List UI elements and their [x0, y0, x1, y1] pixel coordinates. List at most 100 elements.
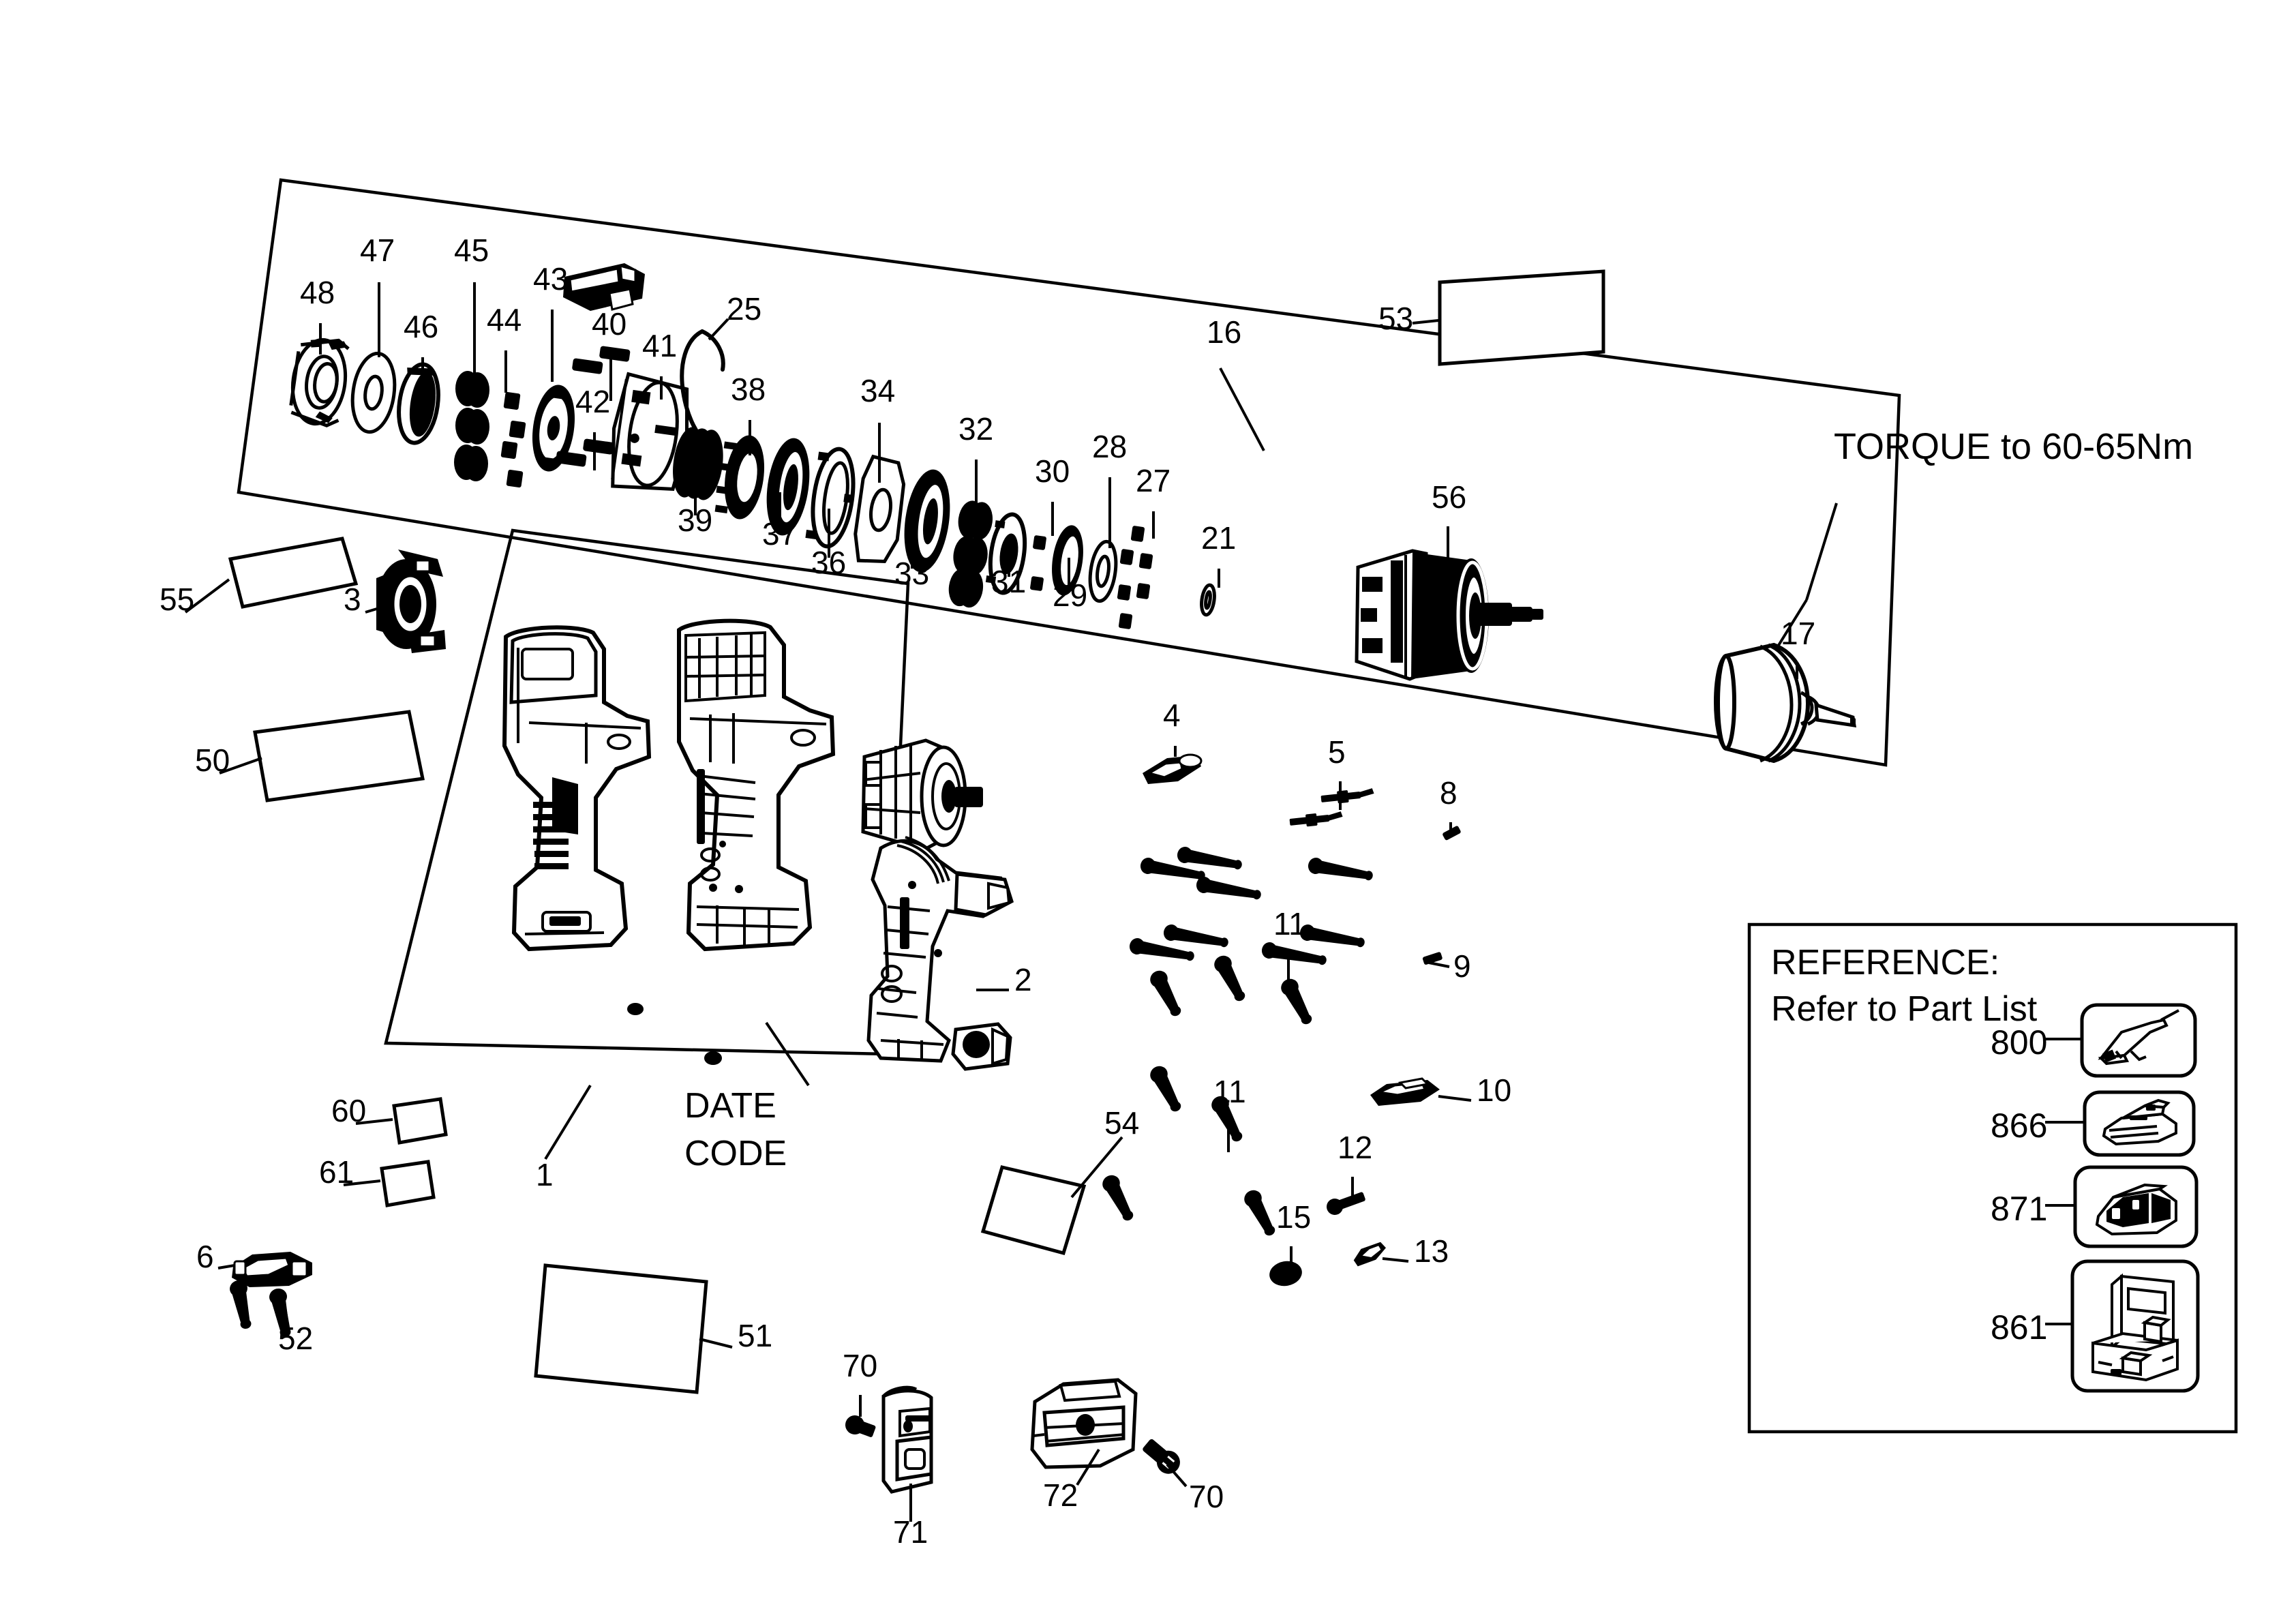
- callout-label-8: 8: [1440, 775, 1457, 811]
- callout-label-12: 12: [1338, 1130, 1373, 1165]
- part-43-carrier: [532, 385, 575, 472]
- callout-label-13: 13: [1414, 1233, 1449, 1269]
- callout-label-47: 47: [360, 232, 395, 268]
- callout-label-39: 39: [678, 502, 713, 538]
- part-12-pin: [1327, 1192, 1365, 1215]
- callout-label-55: 55: [160, 582, 195, 617]
- callout-label-48: 48: [300, 275, 335, 310]
- date-code-note-line2: CODE: [684, 1134, 787, 1173]
- callout-label-5: 5: [1328, 734, 1346, 770]
- callout-label-40: 40: [592, 306, 627, 342]
- callout-label-1: 1: [536, 1157, 554, 1192]
- callout-label-11b: 11: [1213, 1074, 1246, 1109]
- part-17-chuck: [1714, 642, 1857, 764]
- callout-label-42: 42: [575, 384, 611, 419]
- part-4-terminal: [1143, 753, 1203, 784]
- callout-label-3: 3: [344, 582, 361, 617]
- part-42-pins: [556, 346, 631, 467]
- part-21-oring: [1200, 583, 1216, 617]
- part-3-endcap: [376, 550, 446, 653]
- part-15-bumper: [1269, 1261, 1302, 1287]
- callout-label-52: 52: [278, 1321, 314, 1356]
- part-37-clutch-ring: [766, 438, 810, 536]
- callout-leaders: [184, 282, 1838, 1522]
- ref-icon-866-compact-battery: [2102, 1098, 2177, 1146]
- callout-label-37: 37: [762, 516, 798, 552]
- part-32-planet-gears: [948, 500, 993, 608]
- label-blank-55: [228, 537, 359, 609]
- part-41-gearcase: [611, 372, 689, 491]
- reference-box-title-line1: REFERENCE:: [1771, 943, 2000, 982]
- ref-icon-861-tool-case: [2091, 1273, 2179, 1382]
- callout-label-46: 46: [404, 309, 439, 344]
- ref-label-866: 866: [1991, 1107, 2048, 1145]
- callout-label-10: 10: [1477, 1072, 1512, 1108]
- label-blank-60: [392, 1097, 448, 1145]
- callout-label-27: 27: [1136, 463, 1171, 498]
- callout-label-56: 56: [1432, 479, 1467, 515]
- label-blank-53: [1438, 269, 1605, 366]
- callout-label-32: 32: [958, 411, 994, 447]
- callout-label-51: 51: [738, 1318, 773, 1353]
- callout-label-72: 72: [1043, 1477, 1078, 1513]
- callout-label-50: 50: [195, 742, 230, 778]
- callout-label-30: 30: [1035, 453, 1070, 489]
- label-blank-54: [980, 1165, 1087, 1256]
- ref-icon-800-screwdriver-bit: [2098, 1009, 2179, 1066]
- part-13-clip: [1353, 1242, 1386, 1267]
- ref-label-861: 861: [1991, 1308, 2048, 1347]
- callout-label-6: 6: [196, 1239, 214, 1274]
- callout-label-70b: 70: [1189, 1479, 1224, 1514]
- callout-label-45: 45: [454, 232, 489, 268]
- callout-label-60: 60: [331, 1093, 367, 1128]
- ref-label-800: 800: [1991, 1023, 2048, 1062]
- label-blank-61: [380, 1160, 436, 1207]
- part-11-screws: [1099, 845, 1374, 1239]
- callout-label-71: 71: [893, 1514, 928, 1550]
- part-70-screw-a: [845, 1415, 876, 1437]
- part-46-ring: [397, 362, 440, 445]
- part-2-electronics: [861, 738, 1014, 1071]
- part-48-collar: [289, 337, 350, 427]
- part-30-pins: [1030, 535, 1046, 591]
- callout-label-16: 16: [1207, 314, 1242, 350]
- callout-label-29: 29: [1053, 577, 1088, 613]
- part-45-planet-gears: [454, 371, 489, 481]
- callout-label-41: 41: [642, 328, 678, 363]
- ref-label-871: 871: [1991, 1190, 2048, 1228]
- part-56-motor: [1355, 549, 1543, 681]
- callout-label-34: 34: [860, 373, 896, 408]
- label-blank-51: [534, 1263, 708, 1394]
- date-code-note-line1: DATE: [684, 1086, 776, 1126]
- part-38-ring-gear: [714, 435, 765, 520]
- callout-label-43: 43: [533, 261, 569, 297]
- torque-note: TORQUE to 60-65Nm: [1834, 426, 2194, 467]
- callout-label-9: 9: [1453, 948, 1471, 984]
- part-1-housing-right: [677, 618, 836, 952]
- callout-label-28: 28: [1092, 429, 1128, 464]
- callout-label-70: 70: [843, 1348, 878, 1383]
- part-40-selector: [563, 263, 645, 311]
- callout-label-11: 11: [1273, 906, 1306, 942]
- part-36-plate: [805, 447, 856, 549]
- callout-label-25: 25: [727, 291, 762, 327]
- reference-box-title-line2: Refer to Part List: [1771, 989, 2038, 1029]
- callout-label-53: 53: [1378, 301, 1414, 336]
- ref-icon-871-battery-pack: [2095, 1183, 2177, 1236]
- part-1-loose-fasteners: [627, 1003, 722, 1065]
- part-10-bracket: [1370, 1077, 1440, 1106]
- part-28-washer: [1088, 539, 1118, 603]
- callout-label-21: 21: [1201, 520, 1237, 556]
- part-70-screw-b: [1143, 1439, 1180, 1474]
- callout-label-33: 33: [894, 556, 930, 591]
- label-blank-50: [253, 710, 425, 802]
- callout-label-4: 4: [1163, 697, 1181, 733]
- part-72-bit-holder: [1030, 1378, 1138, 1469]
- callout-label-61: 61: [319, 1154, 354, 1190]
- callout-label-44: 44: [487, 302, 522, 337]
- callout-label-31: 31: [991, 564, 1027, 599]
- part-27-rollers: [1117, 526, 1153, 629]
- part-71-belt-hook: [881, 1385, 933, 1494]
